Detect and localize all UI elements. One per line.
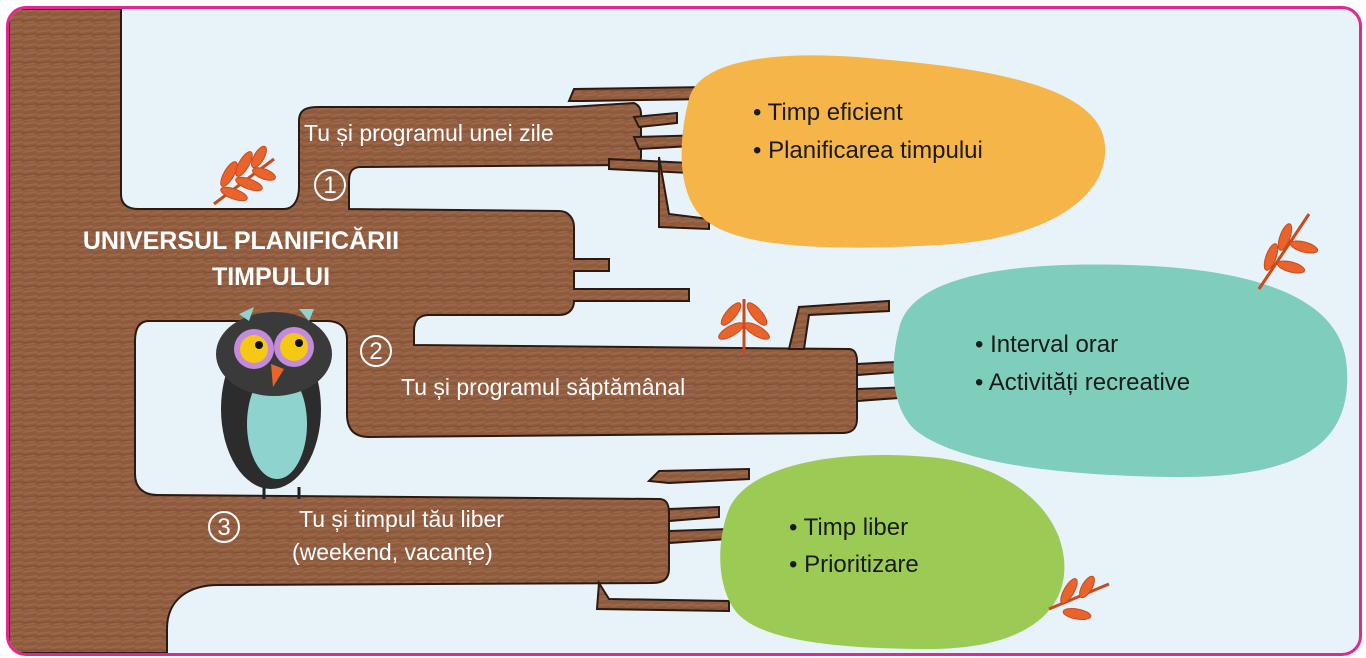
branch-label-2: Tu și programul săptămânal <box>401 374 685 400</box>
branch-number-2: 2 <box>360 335 392 367</box>
svg-text:3: 3 <box>217 514 230 541</box>
leaf-sprig <box>1048 575 1110 620</box>
bubble-2-item-1: • Interval orar <box>975 331 1118 358</box>
leaf-sprig <box>213 145 276 206</box>
bubble-3-item-1: • Timp liber <box>789 514 908 541</box>
tree-trunk <box>9 9 858 653</box>
leaf-sprig <box>1257 213 1319 290</box>
branch-label-3-line1: Tu și timpul tău liber <box>299 506 504 532</box>
svg-text:1: 1 <box>323 172 336 199</box>
bubble-1 <box>681 55 1106 248</box>
bubble-3-item-2: • Prioritizare <box>789 551 919 578</box>
bubble-2 <box>893 264 1348 478</box>
diagram-title-line1: UNIVERSUL PLANIFICĂRII <box>83 226 399 255</box>
bubble-3 <box>720 454 1065 649</box>
diagram-title-line2: TIMPULUI <box>212 263 330 291</box>
leaf-sprig <box>718 299 770 354</box>
owl-illustration <box>216 307 332 499</box>
bubble-2-item-2: • Activități recreative <box>975 369 1190 396</box>
bubble-1-item-2: • Planificarea timpului <box>753 137 983 164</box>
bubble-1-item-1: • Timp eficient <box>753 99 903 126</box>
diagram-frame: 1 2 3 UNIVERSUL PLANIFICĂRII TIMPULUI Tu… <box>6 6 1362 656</box>
branch-number-3: 3 <box>208 511 240 543</box>
branch-label-1: Tu și programul unei zile <box>304 120 554 146</box>
branch-number-1: 1 <box>314 169 346 201</box>
svg-text:2: 2 <box>369 338 382 365</box>
mind-map-diagram: 1 2 3 UNIVERSUL PLANIFICĂRII TIMPULUI Tu… <box>9 9 1348 653</box>
branch-label-3-line2: (weekend, vacanțe) <box>292 539 493 565</box>
